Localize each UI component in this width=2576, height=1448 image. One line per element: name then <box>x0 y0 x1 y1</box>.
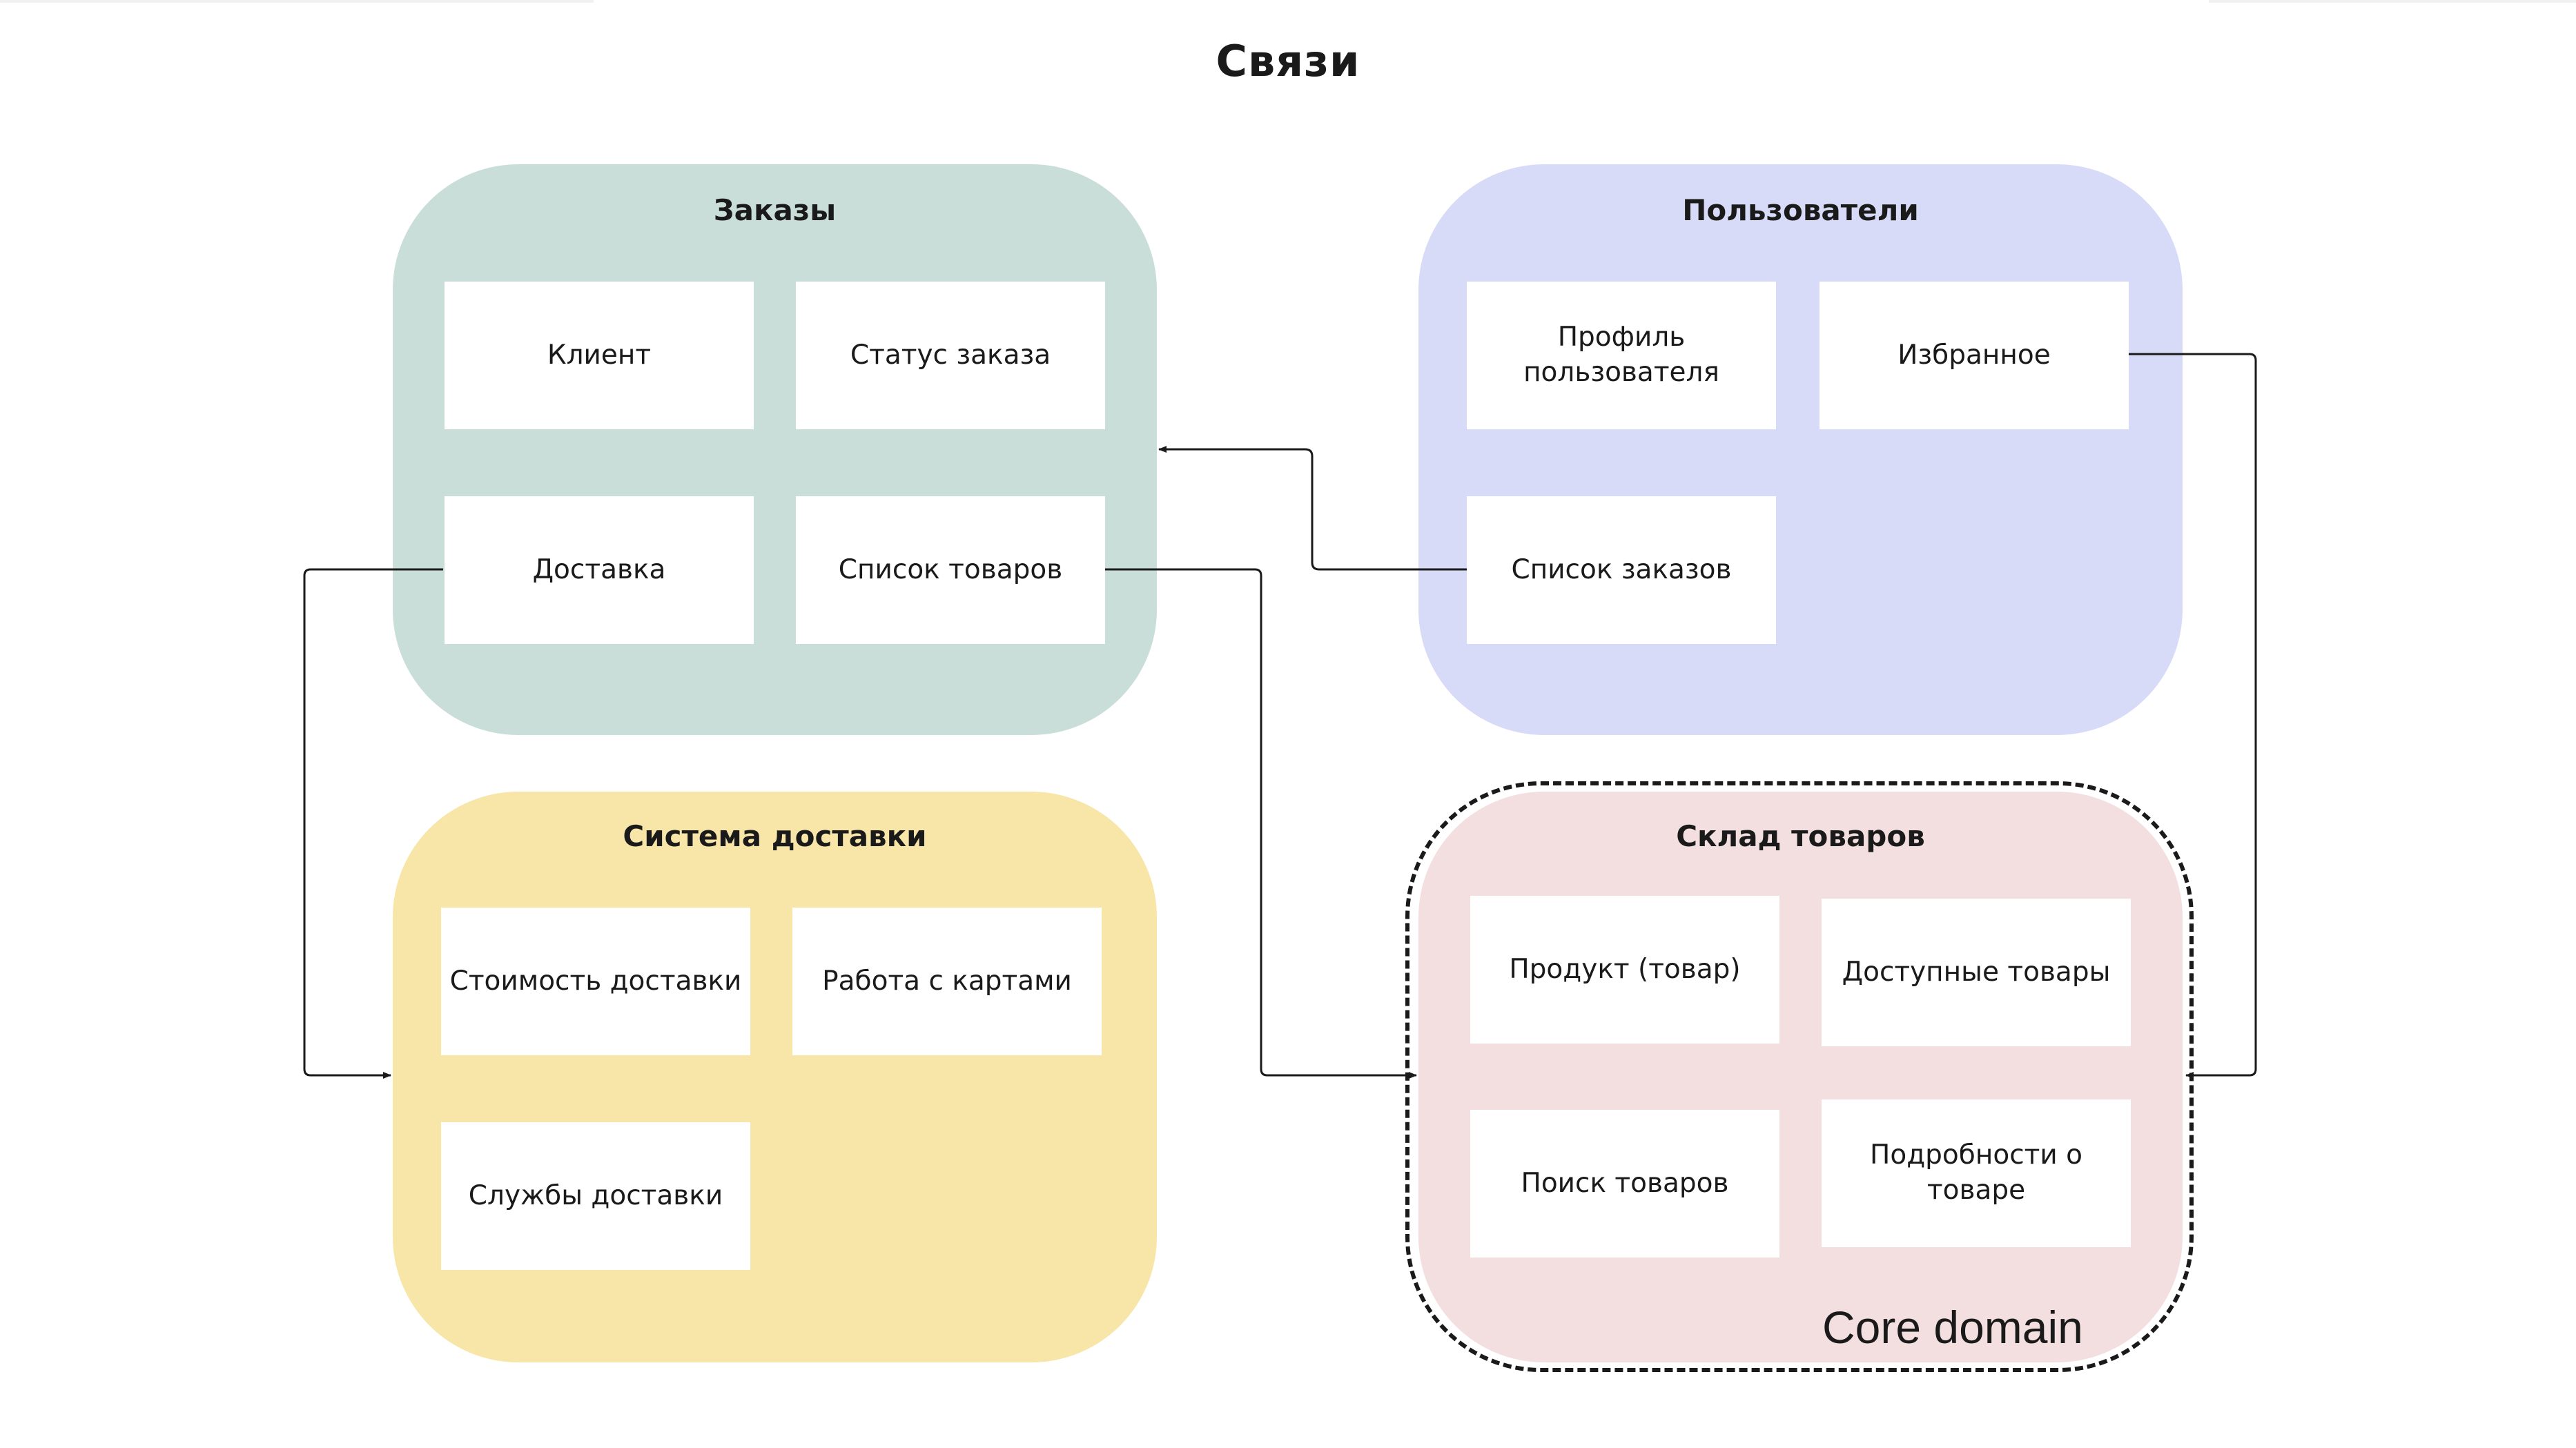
card-available-products[interactable]: Доступные товары <box>1822 899 2131 1046</box>
card-product-list[interactable]: Список товаров <box>796 496 1105 644</box>
card-maps[interactable]: Работа с картами <box>792 908 1102 1055</box>
group-warehouse[interactable]: Склад товаров Продукт (товар) Доступные … <box>1418 792 2183 1362</box>
card-product-details[interactable]: Подробности о товаре <box>1822 1099 2131 1247</box>
card-order-status[interactable]: Статус заказа <box>796 282 1105 429</box>
group-warehouse-title: Склад товаров <box>1676 819 1925 853</box>
core-domain-label: Core domain <box>1822 1302 2083 1353</box>
connector-favorites-to-warehouse <box>2129 353 2257 1079</box>
connector-products-to-warehouse <box>1105 568 1417 1079</box>
top-left-edge-mark <box>0 0 594 3</box>
card-delivery[interactable]: Доставка <box>445 496 754 644</box>
group-users-title: Пользователи <box>1682 193 1919 227</box>
card-favorites[interactable]: Избранное <box>1819 282 2129 429</box>
group-users[interactable]: Пользователи Профиль пользователя Избран… <box>1418 164 2183 735</box>
card-product-search[interactable]: Поиск товаров <box>1470 1110 1779 1258</box>
group-orders[interactable]: Заказы Клиент Статус заказа Доставка Спи… <box>393 164 1157 735</box>
group-delivery-title: Система доставки <box>623 819 927 853</box>
card-order-list[interactable]: Список заказов <box>1467 496 1776 644</box>
connector-delivery-to-delivery-system <box>303 568 443 1079</box>
top-right-edge-mark <box>2209 0 2576 3</box>
card-product[interactable]: Продукт (товар) <box>1470 896 1779 1044</box>
group-orders-title: Заказы <box>713 193 837 227</box>
diagram-title: Связи <box>1216 36 1360 86</box>
card-delivery-cost[interactable]: Стоимость доставки <box>441 908 750 1055</box>
connector-order-list-to-orders <box>1158 446 1467 571</box>
group-delivery-system[interactable]: Система доставки Стоимость доставки Рабо… <box>393 792 1157 1362</box>
card-delivery-services[interactable]: Службы доставки <box>441 1122 750 1270</box>
card-user-profile[interactable]: Профиль пользователя <box>1467 282 1776 429</box>
card-client[interactable]: Клиент <box>445 282 754 429</box>
